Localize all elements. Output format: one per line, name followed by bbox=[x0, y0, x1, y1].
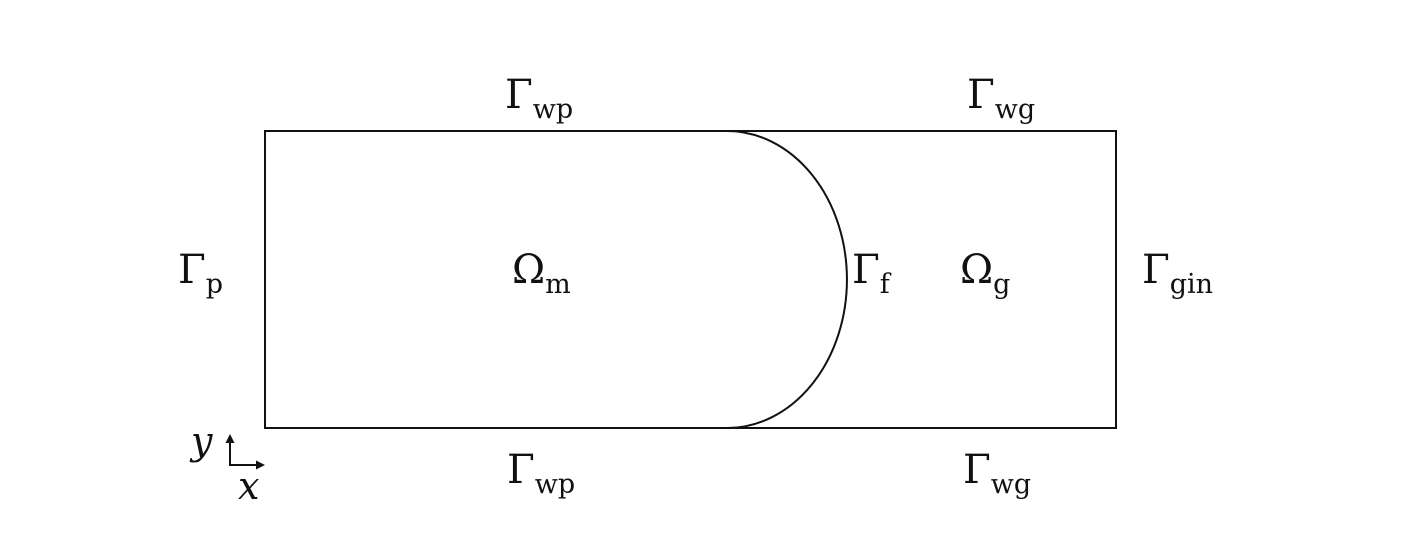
x-axis-label: x bbox=[238, 464, 259, 508]
label-gamma-wg-top: Γwg bbox=[967, 72, 1035, 125]
label-gamma-wp-bottom: Γwp bbox=[507, 447, 575, 500]
y-axis-arrowhead bbox=[225, 434, 235, 443]
label-gamma-p: Γp bbox=[178, 247, 223, 300]
domain-boundary bbox=[264, 130, 1117, 429]
label-gamma-f: Γf bbox=[852, 247, 892, 300]
interface-arc bbox=[726, 130, 848, 429]
coordinate-axes: y x bbox=[189, 419, 265, 508]
label-gamma-wg-bottom: Γwg bbox=[963, 447, 1031, 500]
x-axis-arrowhead bbox=[256, 460, 265, 470]
label-omega-g: Ωg bbox=[960, 247, 1010, 300]
label-omega-m: Ωm bbox=[512, 247, 571, 300]
y-axis-label: y bbox=[189, 419, 213, 463]
label-gamma-wp-top: Γwp bbox=[505, 72, 573, 125]
label-gamma-gin: Γgin bbox=[1142, 247, 1213, 300]
